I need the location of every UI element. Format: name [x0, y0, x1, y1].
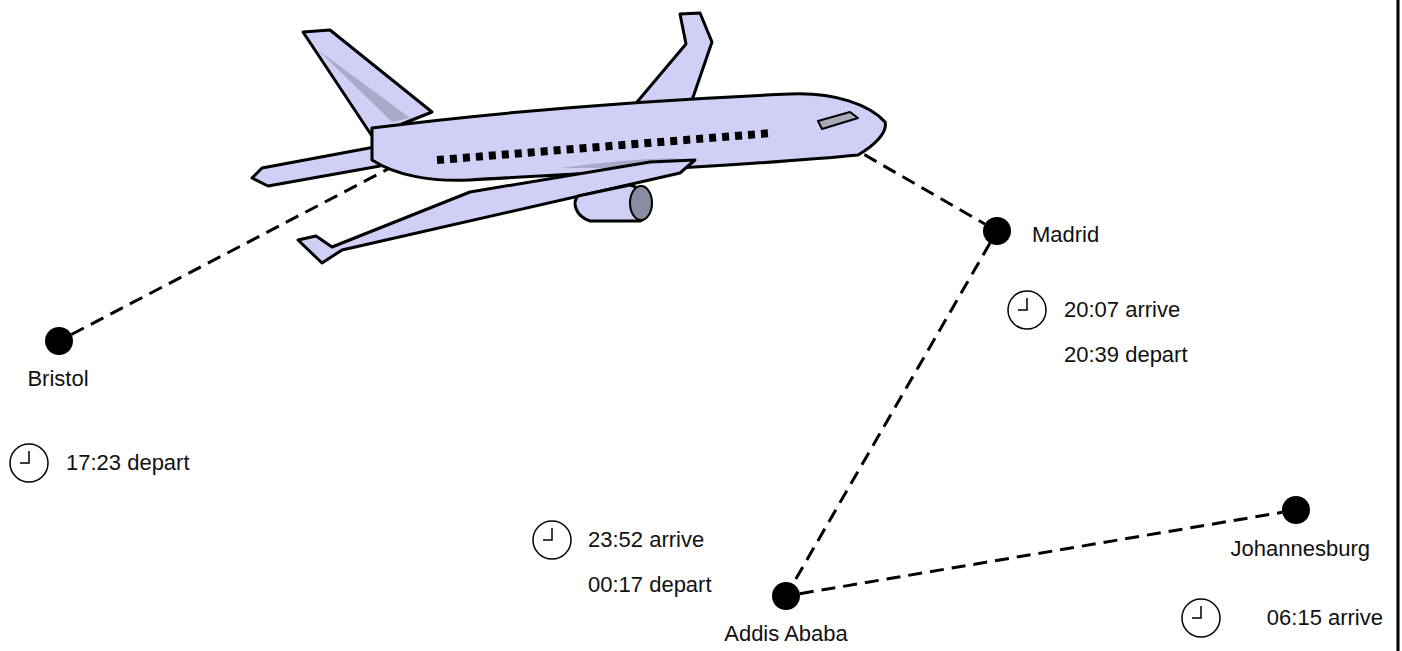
far-wing — [632, 13, 712, 108]
time-label: 00:17 depart — [588, 572, 712, 598]
time-label: 20:07 arrive — [1064, 297, 1180, 323]
city-name: Addis Ababa — [724, 621, 848, 647]
clock-icons — [10, 291, 1220, 637]
city-dot: Bristol17:23 depart — [45, 327, 73, 355]
city-name: Bristol — [27, 366, 88, 392]
city-dot: Addis Ababa23:52 arrive00:17 depart — [772, 582, 800, 610]
time-label: 06:15 arrive — [1267, 605, 1383, 631]
cockpit-window — [818, 112, 858, 129]
clock-hands — [1018, 298, 1027, 310]
city-dot: Madrid20:07 arrive20:39 depart — [983, 217, 1011, 245]
clock-face — [10, 444, 48, 482]
time-label: 23:52 arrive — [588, 527, 704, 553]
clock-face — [1182, 599, 1220, 637]
airplane — [252, 13, 885, 263]
tail-fin — [303, 30, 432, 136]
frame-border — [1397, 0, 1400, 651]
time-label: 20:39 depart — [1064, 342, 1188, 368]
clock-face — [533, 521, 571, 559]
time-label: 17:23 depart — [66, 450, 190, 476]
engine-intake — [630, 186, 652, 220]
clock-face — [1008, 291, 1046, 329]
clock-hands — [1192, 606, 1201, 618]
city-name: Johannesburg — [1231, 536, 1370, 562]
city-dot: Johannesburg06:15 arrive — [1282, 496, 1310, 524]
clock-hands — [20, 451, 29, 463]
city-name: Madrid — [1032, 222, 1099, 248]
clock-hands — [543, 528, 552, 540]
fin-shade — [318, 50, 410, 122]
windows — [437, 133, 772, 160]
clock-icon — [533, 521, 571, 559]
flight-route — [793, 243, 990, 584]
flight-route — [800, 512, 1282, 593]
clock-icon — [1008, 291, 1046, 329]
clock-icon — [1182, 599, 1220, 637]
near-wing — [298, 160, 695, 263]
clock-icon — [10, 444, 48, 482]
